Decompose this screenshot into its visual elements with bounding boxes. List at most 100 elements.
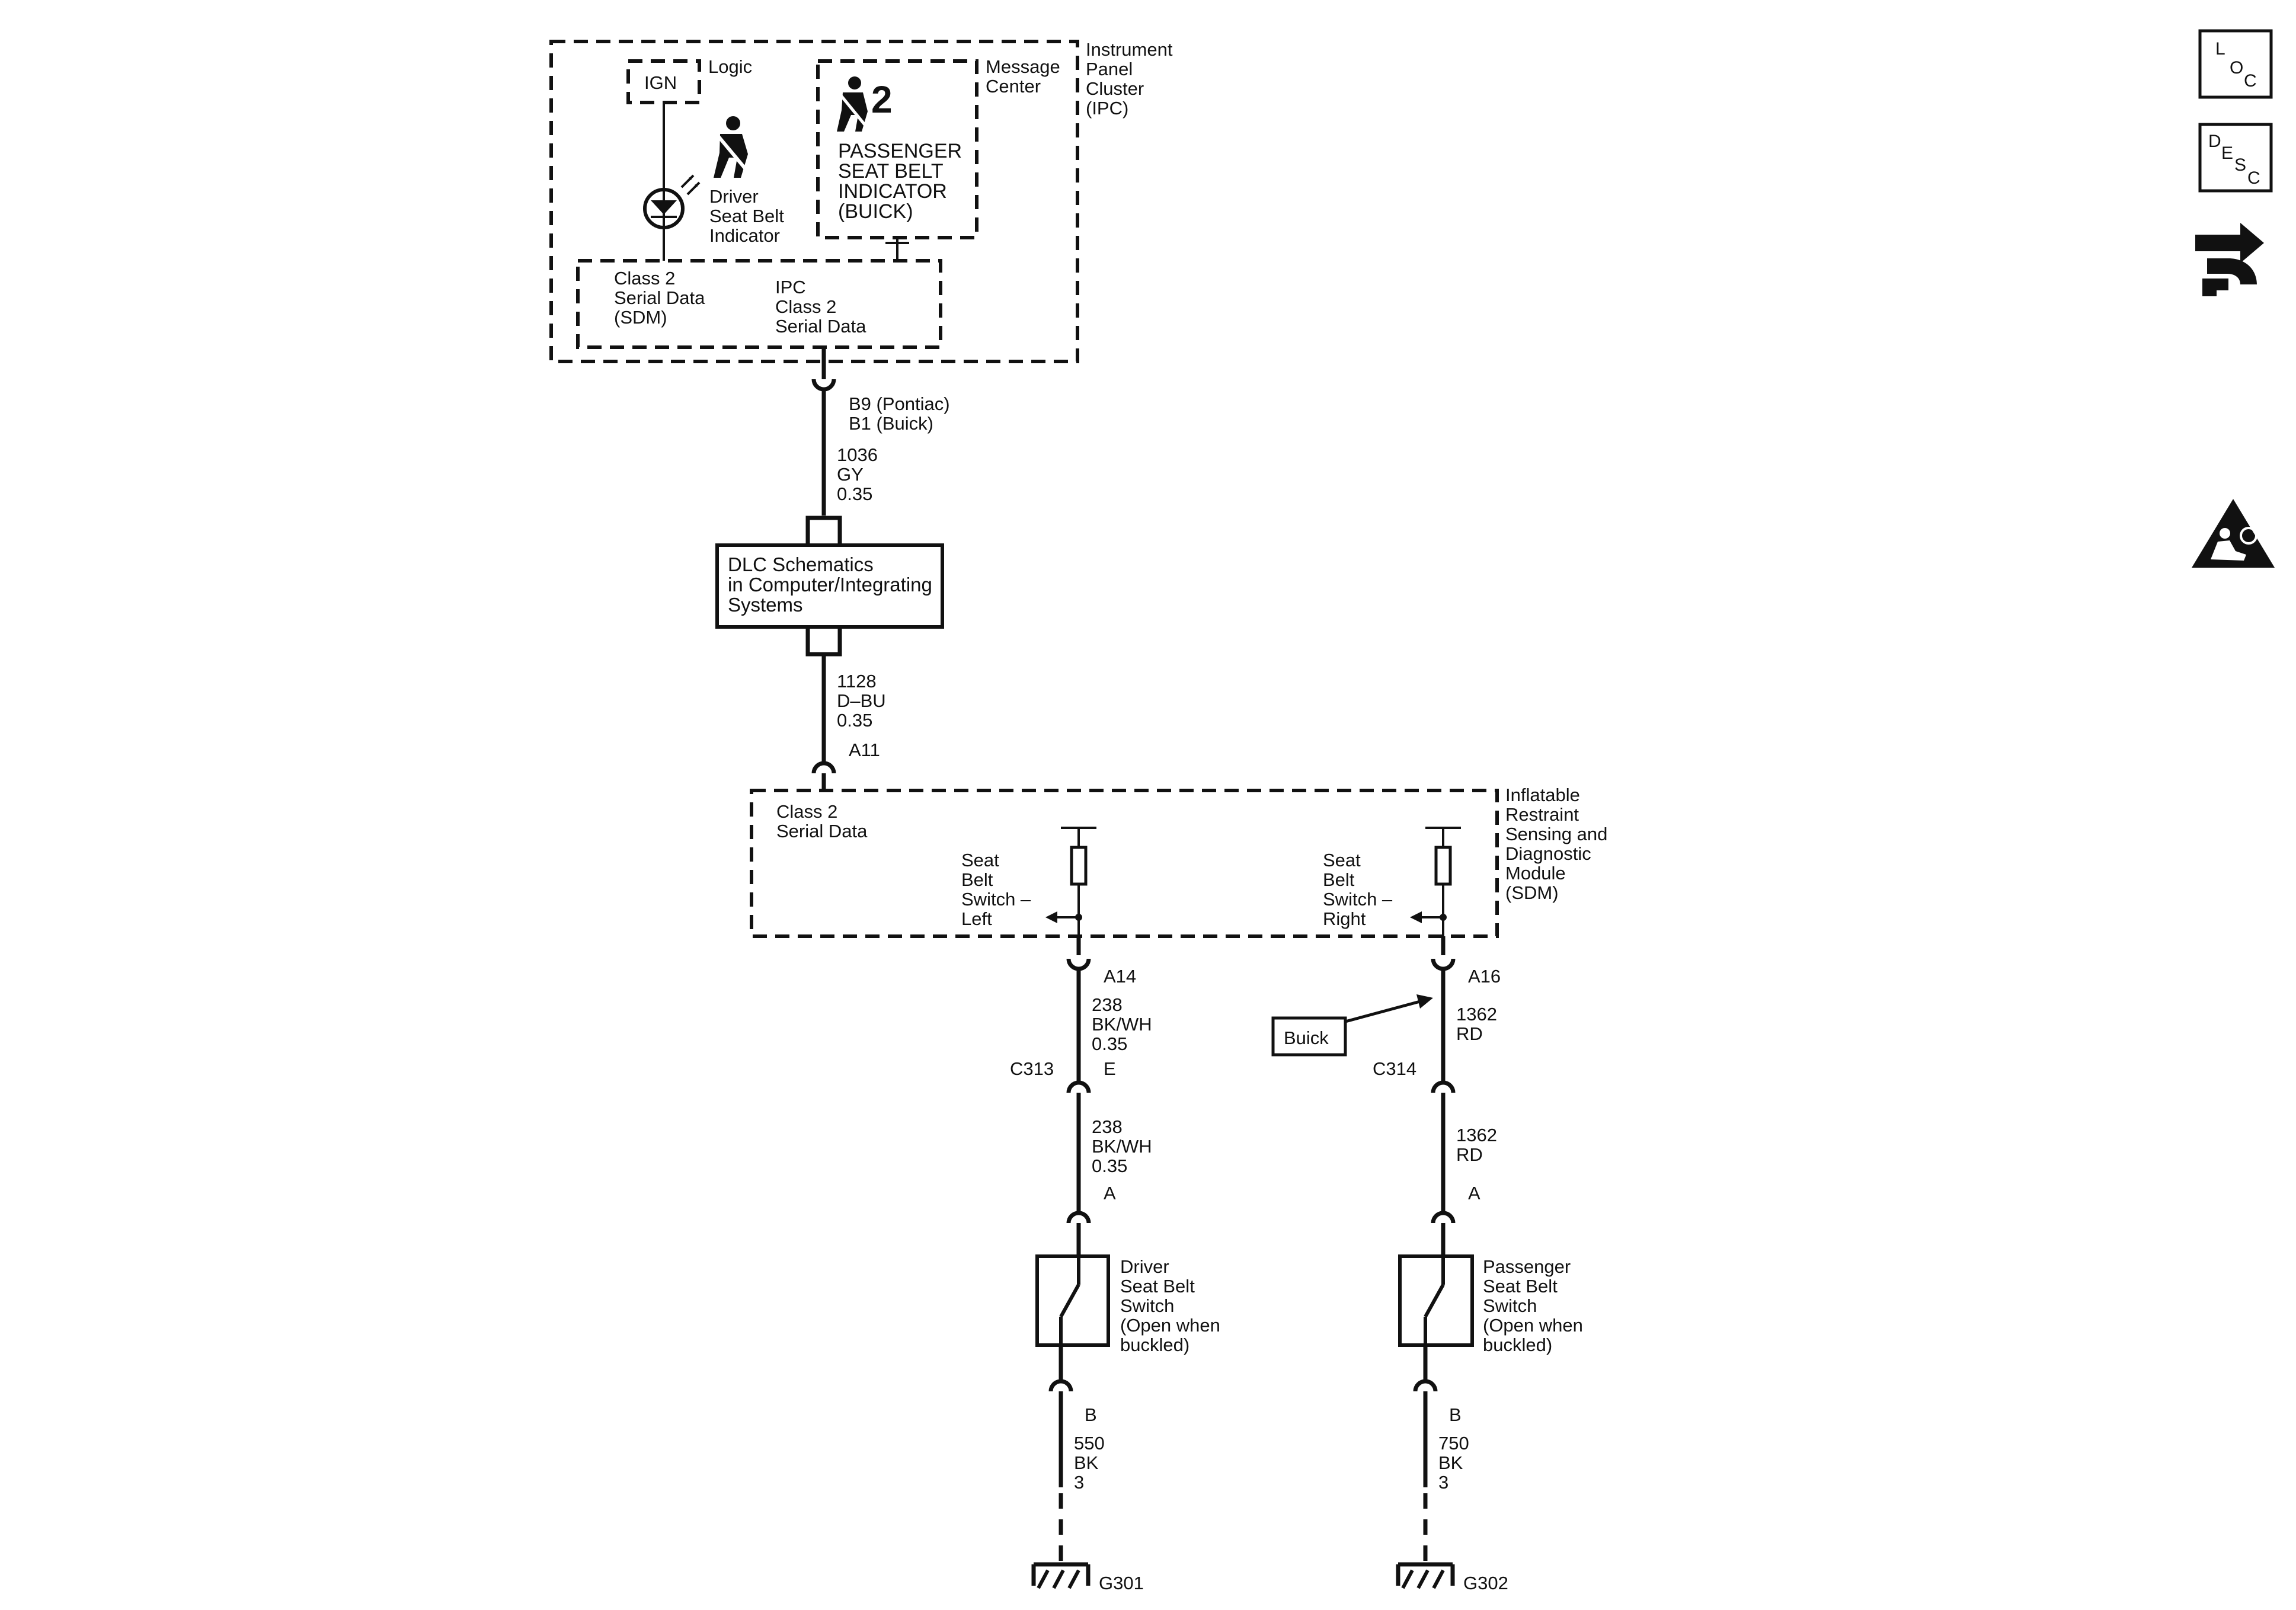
dlc-line-3: Systems [728,594,803,616]
desc-letter-d: D [2208,132,2221,151]
repair-procedure-icon[interactable] [2195,223,2264,296]
buick-callout-label: Buick [1284,1028,1329,1048]
location-icon[interactable]: L O C [2198,29,2273,99]
passenger-wire2-color: RD [1456,1144,1483,1165]
passenger-indicator-line-3: INDICATOR [838,180,947,203]
sdm-module: Inflatable Restraint Sensing and Diagnos… [750,785,1607,938]
switch-right-line-1: Seat [1323,850,1361,870]
ipc-title-line-2: Panel [1086,59,1133,79]
passenger-wire2-number: 1362 [1456,1125,1497,1145]
sdm-title-line-6: (SDM) [1505,882,1559,903]
driver-circuit [1031,936,1110,1589]
dlc-top-connector [805,516,842,545]
ipc-class2-line-1: IPC [775,277,806,297]
buick-callout [1271,994,1433,1057]
logic-label: Logic [708,56,752,77]
passenger-wire1-color: RD [1456,1023,1483,1044]
loc-letter-c: C [2244,71,2257,91]
ipc-class2-line-2: Class 2 [775,296,836,317]
driver-wire2-color: BK/WH [1092,1136,1152,1157]
sdm-title-line-3: Sensing and [1505,824,1607,844]
dlc-bottom-connector [805,627,842,657]
wire-1128-color: D–BU [837,690,886,711]
passenger-wire3-color: BK [1438,1452,1463,1473]
ipc-connector-symbol [811,379,836,392]
passenger-wire3-gauge: 3 [1438,1472,1448,1493]
ipc-connector-line-1: B9 (Pontiac) [849,393,950,414]
driver-wire2-number: 238 [1092,1116,1123,1137]
driver-wire3-gauge: 3 [1074,1472,1084,1493]
switch-left-line-1: Seat [961,850,999,870]
passenger-indicator-line-2: SEAT BELT [838,160,944,183]
wire-1128-number: 1128 [837,671,877,692]
switch-right-line-4: Right [1323,908,1366,929]
driver-inline-connector-label: C313 [1010,1058,1054,1079]
airbag-warning-icon[interactable] [2192,499,2275,568]
ipc-title-line-1: Instrument [1086,39,1173,60]
passenger-circuit [1396,936,1474,1589]
ground-g301-label: G301 [1099,1573,1144,1593]
desc-letter-c: C [2247,168,2260,188]
dlc-line-2: in Computer/Integrating [728,574,932,596]
ground-g302-label: G302 [1463,1573,1508,1593]
driver-wire1-color: BK/WH [1092,1014,1152,1035]
passenger-inline-connector-label: C314 [1373,1058,1416,1079]
driver-indicator-line-3: Indicator [709,225,780,246]
wire-1036-gauge: 0.35 [837,484,872,504]
sdm-title-line-1: Inflatable [1505,785,1580,805]
driver-ground-pin-b: B [1085,1404,1097,1425]
passenger-wire3-number: 750 [1438,1433,1469,1454]
sdm-class2-line-1: Class 2 [776,801,837,822]
passenger-indicator-line-4: (BUICK) [838,200,913,223]
driver-indicator-lamp-icon [643,174,701,229]
loc-letter-o: O [2230,58,2243,78]
sdm-title-line-4: Diagnostic [1505,843,1591,864]
class2-sdm-line-1: Class 2 [614,268,675,289]
ground-g302-icon [1396,1562,1455,1589]
passenger-switch-pin-a: A [1468,1183,1480,1204]
sdm-a11-connector-symbol [811,761,836,774]
switch-left-line-4: Left [961,908,992,929]
switch-left-line-2: Belt [961,869,993,890]
switch-right-line-2: Belt [1323,869,1355,890]
sdm-title-line-5: Module [1505,863,1566,884]
passenger-ground-pin-b: B [1449,1404,1462,1425]
ipc-class2-line-3: Serial Data [775,316,866,337]
wire-1128-gauge: 0.35 [837,710,872,731]
sdm-left-sense-circuit [1045,827,1096,936]
ipc-class2-box [576,259,942,349]
driver-switch-line-5: buckled) [1120,1334,1189,1355]
ipc-title-line-4: (IPC) [1086,98,1128,119]
sdm-boundary [750,789,1499,938]
sdm-class2-line-2: Serial Data [776,821,868,841]
ground-g301-icon [1031,1562,1091,1589]
passenger-switch-line-1: Passenger [1483,1256,1571,1277]
desc-letter-e: E [2221,143,2233,163]
ipc-boundary [549,40,1079,363]
passenger-indicator-line-1: PASSENGER [838,140,962,162]
passenger-switch-line-4: (Open when [1483,1315,1583,1336]
driver-switch-line-2: Seat Belt [1120,1276,1195,1297]
sdm-title-line-2: Restraint [1505,804,1579,825]
ipc-module: Instrument Panel Cluster (IPC) IGN Logic… [549,39,1173,363]
driver-wire3-color: BK [1074,1452,1099,1473]
loc-letter-l: L [2215,39,2225,59]
message-center-line-2: Center [986,76,1041,97]
driver-wire3-number: 550 [1074,1433,1105,1454]
ipc-title-line-3: Cluster [1086,78,1144,99]
driver-inline-pin-label: E [1104,1058,1116,1079]
passenger-wire1-number: 1362 [1456,1004,1497,1025]
passenger-seat-belt-icon [837,76,868,132]
driver-switch-line-4: (Open when [1120,1315,1220,1336]
class2-sdm-line-3: (SDM) [614,307,667,328]
description-icon[interactable]: D E S C [2198,123,2273,193]
message-center-line-1: Message [986,56,1060,77]
ipc-connector-line-2: B1 (Buick) [849,413,933,434]
driver-switch-line-3: Switch [1120,1295,1174,1316]
sdm-a11-label: A11 [849,740,880,760]
sdm-right-sense-circuit [1410,827,1461,936]
wire-1036-color: GY [837,464,864,485]
driver-indicator-line-1: Driver [709,186,759,207]
driver-wire2-gauge: 0.35 [1092,1156,1127,1176]
